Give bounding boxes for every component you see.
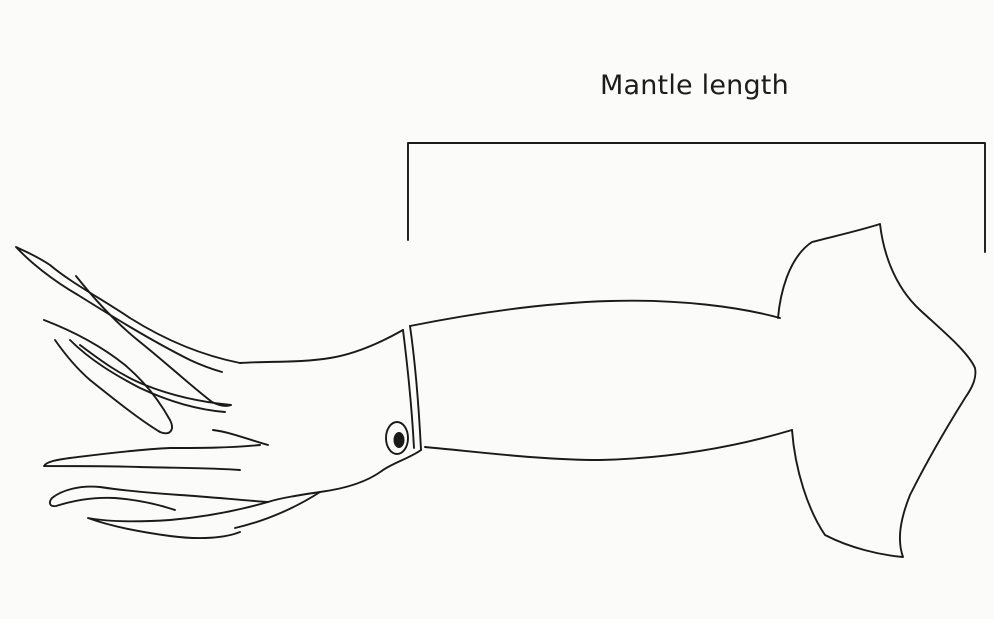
squid-arms (16, 247, 320, 538)
squid-fin (778, 224, 975, 557)
mantle-length-bracket (408, 143, 985, 252)
squid-head (240, 330, 421, 502)
mantle-collar (403, 326, 421, 450)
squid-mantle (410, 301, 792, 460)
squid-eye (386, 422, 408, 454)
